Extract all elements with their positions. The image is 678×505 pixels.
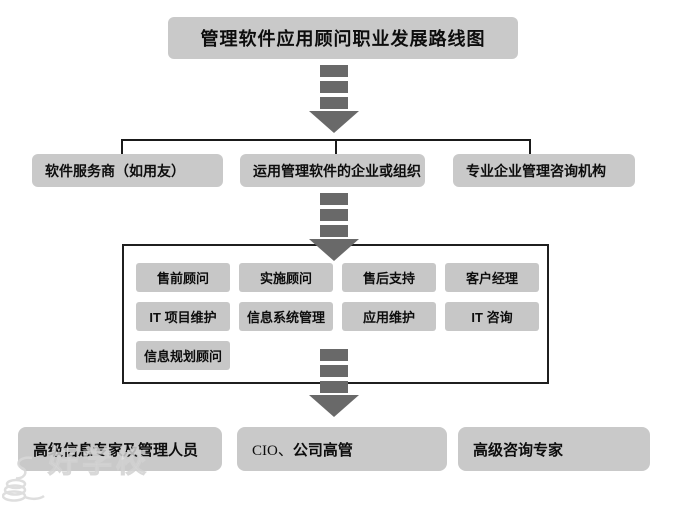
role-presales-consultant: 售前顾问 — [136, 263, 230, 292]
node-cio-executive: CIO、公司高管 — [237, 427, 447, 471]
watermark-logo-text: 好学校 — [48, 446, 150, 479]
arrow-segment — [320, 225, 348, 237]
role-label: 售后支持 — [362, 271, 415, 286]
node-label: 高级信息专家及管理人员 — [33, 441, 199, 459]
arrow-segment — [320, 81, 348, 93]
role-it-consulting: IT 咨询 — [445, 302, 539, 331]
role-account-manager: 客户经理 — [445, 263, 539, 292]
node-label: 高级咨询专家 — [473, 441, 564, 459]
diagram-title: 管理软件应用顾问职业发展路线图 — [168, 17, 518, 59]
arrow-segment — [320, 65, 348, 77]
node-label: 公司高管 — [292, 441, 353, 459]
role-label: 售前顾问 — [156, 271, 209, 286]
role-label: 客户经理 — [465, 271, 518, 286]
role-implementation-consultant: 实施顾问 — [239, 263, 333, 292]
down-arrow-icon — [309, 349, 359, 417]
node-software-vendor: 软件服务商（如用友） — [32, 154, 223, 187]
arrow-segment — [320, 365, 348, 377]
role-label: 信息系统管理 — [246, 310, 325, 325]
node-consulting-firm: 专业企业管理咨询机构 — [453, 154, 635, 187]
node-senior-consulting-expert: 高级咨询专家 — [458, 427, 650, 471]
node-label: 专业企业管理咨询机构 — [466, 162, 606, 179]
arrow-segment — [320, 193, 348, 205]
arrow-segment — [320, 209, 348, 221]
arrow-segment — [320, 97, 348, 109]
watermark: 好学校 91goodschool.com — [2, 446, 180, 505]
node-label: 软件服务商（如用友） — [45, 162, 185, 179]
node-enterprise-org: 运用管理软件的企业或组织 — [240, 154, 425, 187]
arrow-head — [309, 111, 359, 133]
node-label: 运用管理软件的企业或组织 — [253, 162, 421, 179]
fork-stub-right — [529, 139, 531, 155]
watermark-logo-icon — [2, 456, 45, 502]
fork-stub-left — [121, 139, 123, 155]
role-info-planning-consultant: 信息规划顾问 — [136, 341, 230, 370]
node-senior-info-expert: 高级信息专家及管理人员 — [18, 427, 222, 471]
fork-horizontal-line — [121, 139, 531, 141]
arrow-head — [309, 395, 359, 417]
arrow-segment — [320, 381, 348, 393]
node-label-prefix: CIO、 — [252, 442, 293, 459]
role-label: 应用维护 — [362, 310, 415, 325]
down-arrow-icon — [309, 193, 359, 261]
role-label: IT 项目维护 — [149, 310, 217, 325]
arrow-segment — [320, 349, 348, 361]
role-it-project-maintenance: IT 项目维护 — [136, 302, 230, 331]
role-aftersales-support: 售后支持 — [342, 263, 436, 292]
role-application-maintenance: 应用维护 — [342, 302, 436, 331]
role-label: 信息规划顾问 — [143, 349, 222, 364]
diagram-title-label: 管理软件应用顾问职业发展路线图 — [200, 29, 486, 49]
arrow-head — [309, 239, 359, 261]
role-label: 实施顾问 — [259, 271, 312, 286]
role-info-system-management: 信息系统管理 — [239, 302, 333, 331]
role-label: IT 咨询 — [471, 310, 513, 325]
fork-stub-middle — [335, 139, 337, 155]
down-arrow-icon — [309, 65, 359, 133]
